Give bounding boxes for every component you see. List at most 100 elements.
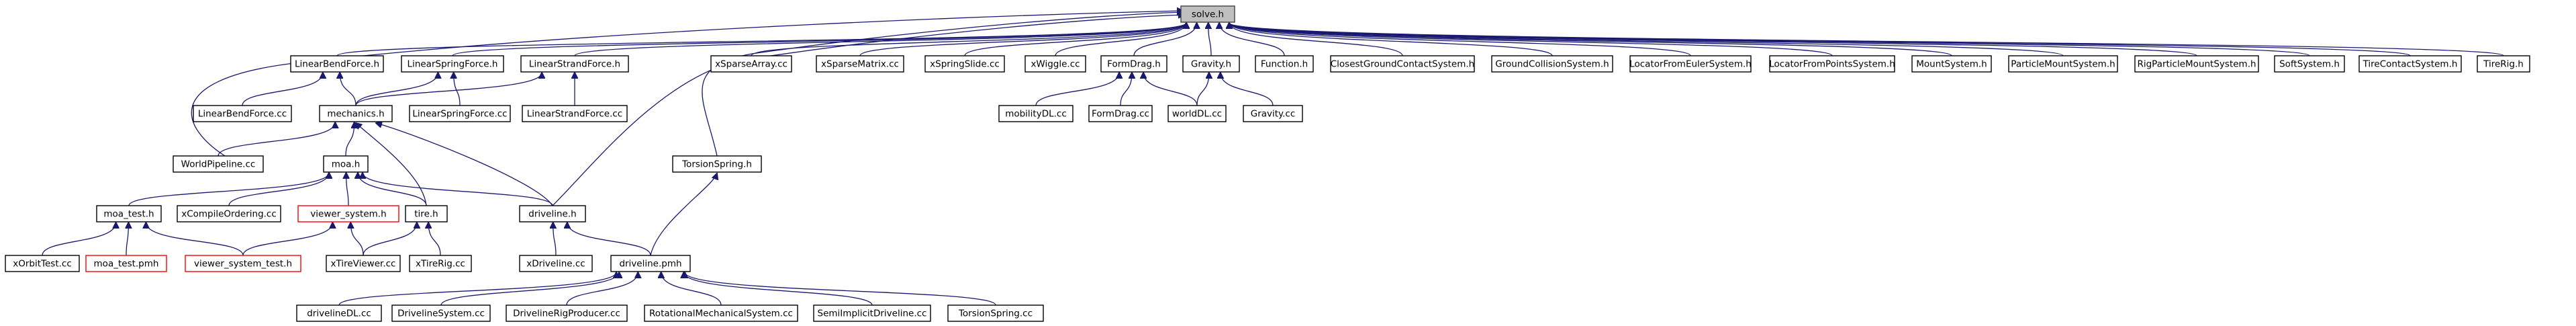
node-FormDrag-h[interactable]: FormDrag.h [1100,55,1167,73]
node-LinearStrandForce-h[interactable]: LinearStrandForce.h [520,55,629,73]
node-ParticleMountSystem-h[interactable]: ParticleMountSystem.h [2008,55,2118,73]
node-box [813,304,931,322]
node-label: ParticleMountSystem.h [2011,59,2115,70]
node-xOrbitTest-cc[interactable]: xOrbitTest.cc [5,255,80,272]
node-SemiImplicitDriveline-cc[interactable]: SemiImplicitDriveline.cc [813,304,931,322]
edge-driveline_pmh-to-TorsionSpring_h [650,173,717,256]
node-DrivelineRigProducer-cc[interactable]: DrivelineRigProducer.cc [506,304,628,322]
node-solve-h[interactable]: solve.h [1180,5,1235,23]
node-mobilityDL-cc[interactable]: mobilityDL.cc [998,105,1074,122]
node-SoftSystem-h[interactable]: SoftSystem.h [2274,55,2345,73]
node-box [173,155,264,173]
edge-FormDrag_cc-to-FormDrag_h [1120,73,1132,106]
edge-TorsionSpring_h-to-solve_h [702,12,1183,157]
node-box [2358,55,2462,73]
node-LinearBendForce-cc[interactable]: LinearBendForce.cc [193,105,292,122]
node-box [1330,55,1475,73]
node-DrivelineSystem-cc[interactable]: DrivelineSystem.cc [391,304,491,322]
node-moa-h[interactable]: moa.h [323,155,369,173]
node-Function-h[interactable]: Function.h [1255,55,1314,73]
node-xWiggle-cc[interactable]: xWiggle.cc [1024,55,1086,73]
node-xSpringSlide-cc[interactable]: xSpringSlide.cc [924,55,1005,73]
node-tire-h[interactable]: tire.h [405,205,448,222]
node-TorsionSpring-cc[interactable]: TorsionSpring.cc [947,304,1044,322]
node-mechanics-h[interactable]: mechanics.h [319,105,393,122]
edge-driveline_h-to-solve_h [552,15,1184,206]
node-Gravity-h[interactable]: Gravity.h [1182,55,1240,73]
node-RotationalMechanicalSystem-cc[interactable]: RotationalMechanicalSystem.cc [644,304,798,322]
edge-GroundCollisionSystem_h-to-solve_h [1229,23,1553,56]
edge-WorldPipeline_cc-to-mechanics_h [218,122,335,157]
node-xCompileOrdering-cc[interactable]: xCompileOrdering.cc [177,205,281,222]
edge-moa_test_h-to-moa_h [128,173,329,206]
node-label: xCompileOrdering.cc [181,209,277,220]
node-label: FormDrag.cc [1092,109,1149,120]
edge-xSpringSlide_cc-to-solve_h [964,23,1186,56]
node-box [947,304,1044,322]
edge-Gravity_h-to-solve_h [1208,23,1211,56]
node-LocatorFromEulerSystem-h[interactable]: LocatorFromEulerSystem.h [1629,55,1752,73]
node-FormDrag-cc[interactable]: FormDrag.cc [1088,105,1153,122]
node-label: xOrbitTest.cc [13,259,72,270]
node-driveline-h[interactable]: driveline.h [519,205,586,222]
edge-xTireRig_cc-to-tire_h [428,222,441,256]
node-xSparseArray-cc[interactable]: xSparseArray.cc [710,55,792,73]
node-label: LinearBendForce.h [295,59,379,70]
edge-ClosestGroundContactSystem_h-to-solve_h [1229,23,1403,56]
edge-RotationalMechanicalSystem_cc-to-driveline_pmh [661,272,722,306]
node-label: MountSystem.h [1916,59,1987,70]
edge-ParticleMountSystem_h-to-solve_h [1229,23,2064,56]
node-GroundCollisionSystem-h[interactable]: GroundCollisionSystem.h [1491,55,1613,73]
node-xTireViewer-cc[interactable]: xTireViewer.cc [326,255,401,272]
node-label: LinearBendForce.cc [198,109,287,120]
edge-tire_h-to-moa_h [358,173,427,206]
edge-LocatorFromPointsSystem_h-to-solve_h [1229,23,1833,56]
edge-LocatorFromEulerSystem_h-to-solve_h [1229,23,1691,56]
node-TireRig-h[interactable]: TireRig.h [2477,55,2530,73]
node-moa-test-pmh[interactable]: moa_test.pmh [85,255,167,272]
node-LinearSpringForce-h[interactable]: LinearSpringForce.h [401,55,504,73]
node-box [1167,105,1227,122]
node-LinearBendForce-h[interactable]: LinearBendForce.h [290,55,384,73]
node-worldDL-cc[interactable]: worldDL.cc [1167,105,1227,122]
edge-WorldPipeline_cc-to-solve_h [191,11,1183,157]
node-WorldPipeline-cc[interactable]: WorldPipeline.cc [173,155,264,173]
node-label: viewer_system_test.h [194,259,292,270]
node-label: LocatorFromEulerSystem.h [1629,59,1752,70]
node-ClosestGroundContactSystem-h[interactable]: ClosestGroundContactSystem.h [1330,55,1475,73]
node-moa-test-h[interactable]: moa_test.h [96,205,162,222]
node-label: xWiggle.cc [1031,59,1080,70]
node-TireContactSystem-h[interactable]: TireContactSystem.h [2358,55,2462,73]
node-LinearStrandForce-cc[interactable]: LinearStrandForce.cc [522,105,628,122]
node-xTireRig-cc[interactable]: xTireRig.cc [409,255,472,272]
node-viewer-system-test-h[interactable]: viewer_system_test.h [185,255,301,272]
edge-moa_test_pmh-to-moa_test_h [126,222,128,256]
node-box [177,205,281,222]
node-box [1024,55,1086,73]
node-label: xSpringSlide.cc [930,59,1000,70]
node-box [96,205,162,222]
node-LocatorFromPointsSystem-h[interactable]: LocatorFromPointsSystem.h [1769,55,1895,73]
node-box [405,205,448,222]
edge-viewer_system_test_h-to-viewer_system_h [242,222,332,256]
node-box [2274,55,2345,73]
node-xSparseMatrix-cc[interactable]: xSparseMatrix.cc [816,55,904,73]
node-driveline-pmh[interactable]: driveline.pmh [610,255,691,272]
edge-mechanics_h-to-LinearBendForce_h [340,73,356,106]
node-RigParticleMountSystem-h[interactable]: RigParticleMountSystem.h [2134,55,2259,73]
node-label: TorsionSpring.cc [958,309,1033,319]
node-MountSystem-h[interactable]: MountSystem.h [1911,55,1992,73]
node-xDriveline-cc[interactable]: xDriveline.cc [519,255,593,272]
node-TorsionSpring-h[interactable]: TorsionSpring.h [672,155,762,173]
node-viewer-system-h[interactable]: viewer_system.h [297,205,399,222]
node-label: xDriveline.cc [526,259,585,270]
node-drivelineDL-cc[interactable]: drivelineDL.cc [296,304,382,322]
node-LinearSpringForce-cc[interactable]: LinearSpringForce.cc [409,105,511,122]
node-label: ClosestGroundContactSystem.h [1331,59,1474,70]
node-label: tire.h [414,209,438,220]
node-box [644,304,798,322]
node-label: TireContactSystem.h [2363,59,2458,70]
node-Gravity-cc[interactable]: Gravity.cc [1243,105,1303,122]
node-box [1180,5,1235,23]
